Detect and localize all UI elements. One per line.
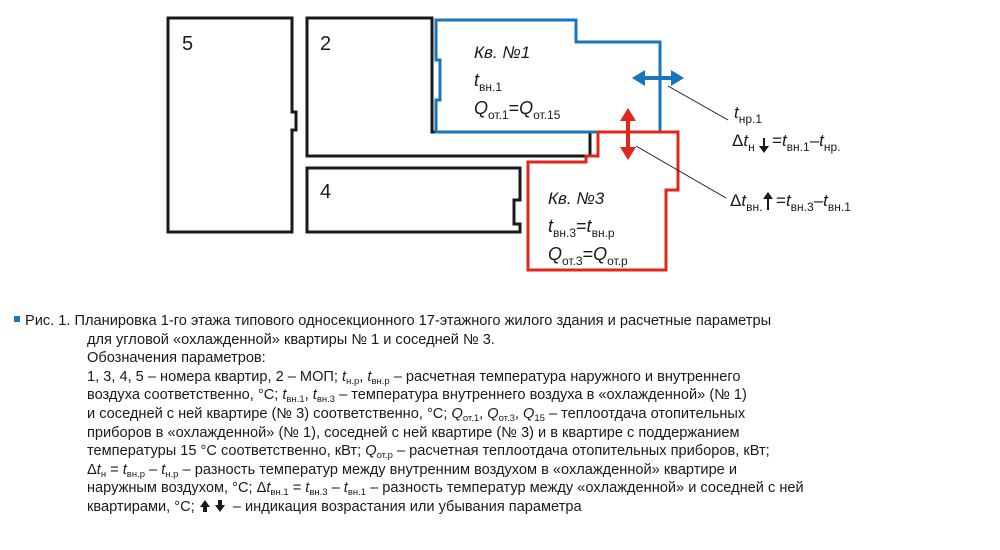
neighbor-delta-formula: Δtвн. =tвн.3–tвн.1 [730,191,851,214]
apartment-3-temperature: tвн.3=tвн.р [548,216,615,240]
horizontal-double-arrow-icon [632,70,684,86]
caption-line-4: 1, 3, 4, 5 – номера квартир, 2 – МОП; tн… [87,368,741,387]
apartment-1-temperature: tвн.1 [474,70,502,94]
caption-line-11: квартирами, °С; – индикация возрастания … [87,498,582,515]
apartment-4-number: 4 [320,181,331,203]
mop-2-outline [305,16,592,158]
svg-text:Δtн: Δtн [732,131,755,154]
caption-line-9: Δtн = tвн.р – tн.р – разность температур… [87,461,738,480]
caption-prefix: Рис. 1. [25,313,71,329]
svg-text:Δtвн.: Δtвн. [730,191,762,214]
figure-caption: Рис. 1. Планировка 1-го этажа типового о… [14,312,994,517]
apartment-1-heat-output: Qот.1=Qот.15 [474,98,561,122]
caption-line-10: наружным воздухом, °С; Δtвн.1 = tвн.3 – … [87,480,804,499]
apartment-1-outline [434,18,662,134]
apartment-5-number: 5 [182,33,193,55]
caption-line-3: Обозначения параметров: [87,350,266,367]
caption-line-5: воздуха соответственно, °С; tвн.1, tвн.3… [87,387,747,406]
apartment-3-heat-output: Qот.3=Qот.р [548,244,628,268]
apartment-5-outline [166,16,298,234]
caption-line-1: Рис. 1. Планировка 1-го этажа типового о… [14,312,994,331]
up-arrow-icon [763,192,773,210]
mop-2-number: 2 [320,33,331,55]
leader-line-neighbor [635,145,727,199]
apartment-4-outline [305,166,522,234]
floor-plan-diagram: 5 2 4 Кв. №1 tвн.1 Qот.1=Qот.15 Кв. №3 t… [166,16,851,272]
apartment-1-title: Кв. №1 [474,43,530,62]
caption-line-2: для угловой «охлажденной» квартиры № 1 и… [87,331,495,348]
up-down-arrows-icon [199,499,225,512]
caption-line-6: и соседней с ней квартире (№ 3) соответс… [87,405,746,424]
apartment-3-title: Кв. №3 [548,189,605,208]
outdoor-delta-formula: Δtн =tвн.1–tнр. [732,131,841,154]
svg-text:=tвн.3–tвн.1: =tвн.3–tвн.1 [776,191,851,214]
bullet-icon [14,316,20,322]
outdoor-temperature-label: tнр.1 [734,103,762,126]
down-arrow-icon [759,138,769,153]
vertical-double-arrow-icon [620,108,636,160]
svg-text:=tвн.1–tнр.: =tвн.1–tнр. [772,131,841,154]
caption-line-7: приборов в «охлажденной» (№ 1), соседней… [87,424,740,441]
caption-title: Планировка 1-го этажа типового односекци… [74,313,772,329]
caption-line-8: температуры 15 °С соответственно, кВт; Q… [87,443,770,462]
leader-line-outdoor [667,85,729,121]
